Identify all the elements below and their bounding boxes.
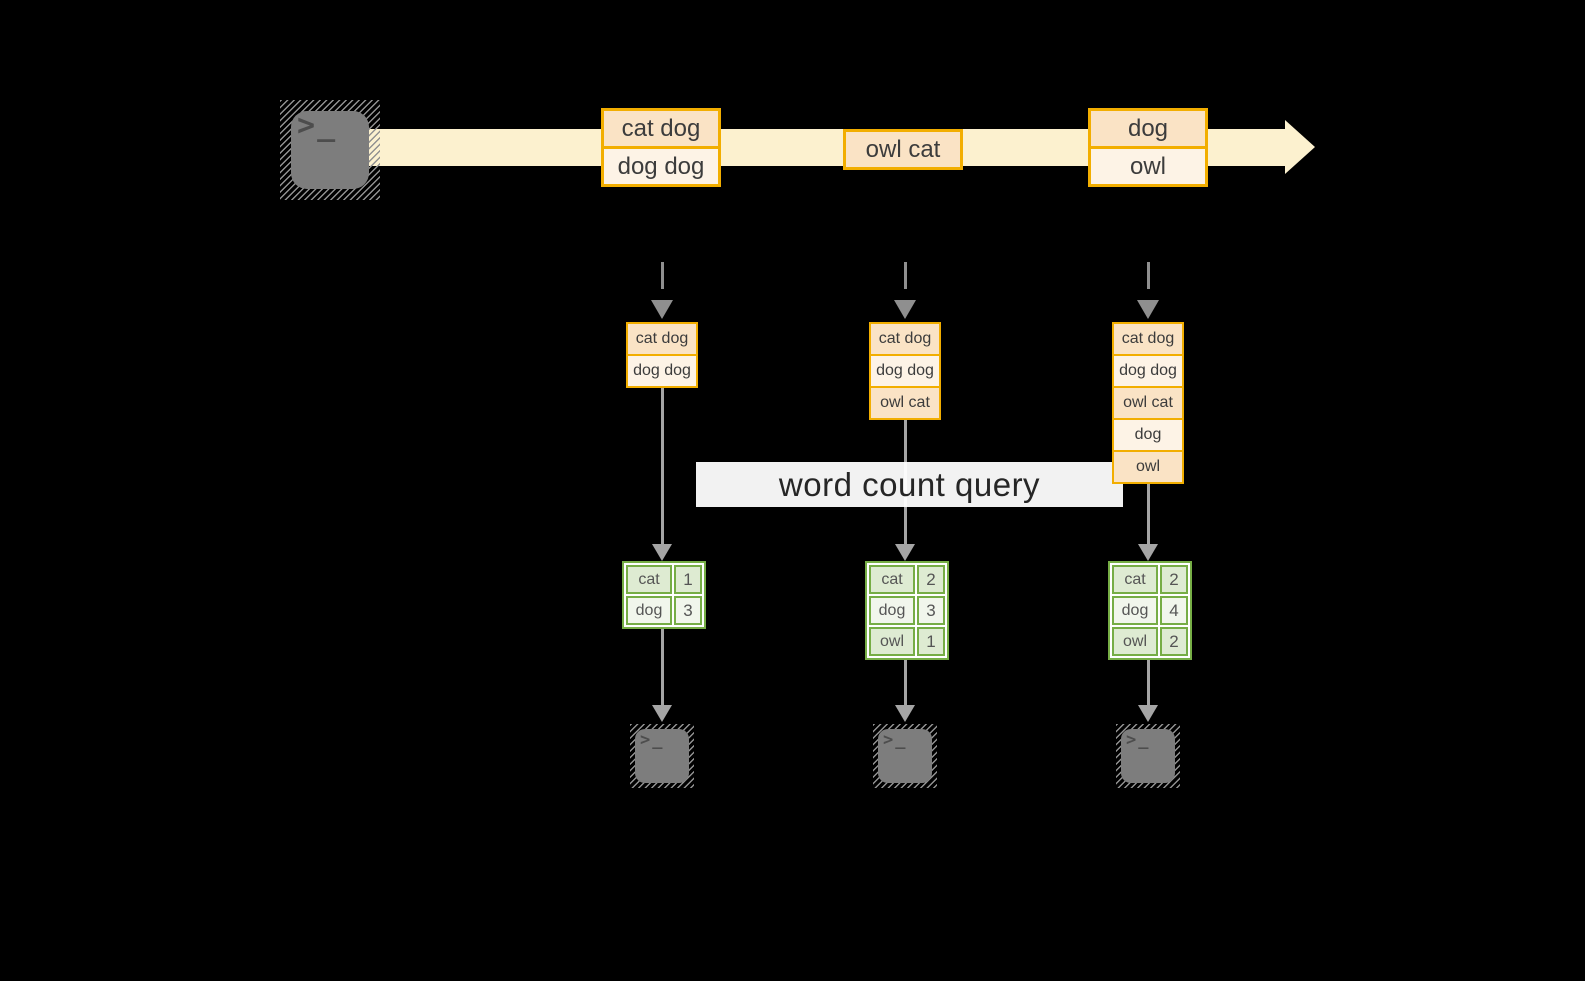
table-to-sink-arrowhead-icon <box>1138 705 1158 722</box>
count-value-cell: 2 <box>1160 565 1188 594</box>
sink-terminal-icon: >_ <box>873 724 937 788</box>
count-word-cell: cat <box>869 565 915 594</box>
ingest-arrowhead-icon <box>651 300 673 319</box>
ingest-dash <box>661 262 664 289</box>
stream-arrowhead <box>1285 120 1315 174</box>
source-terminal-icon: >_ <box>280 100 380 200</box>
terminal-prompt-glyph: >_ <box>1126 730 1151 750</box>
stack-to-table-line <box>661 386 664 544</box>
buffer-row: cat dog <box>1112 322 1184 356</box>
terminal-icon-body <box>1121 729 1175 783</box>
buffer-row: cat dog <box>626 322 698 356</box>
prompt-char: > <box>883 730 896 750</box>
terminal-prompt-glyph: >_ <box>883 730 908 750</box>
count-word-cell: owl <box>869 627 915 656</box>
table-to-sink-arrowhead-icon <box>895 705 915 722</box>
stream-event-line: owl <box>1088 146 1208 187</box>
buffer-row: cat dog <box>869 322 941 356</box>
count-value-cell: 4 <box>1160 596 1188 625</box>
ingest-dash <box>1147 262 1150 289</box>
prompt-char: > <box>1126 730 1139 750</box>
stream-event-line: cat dog <box>601 108 721 149</box>
count-word-cell: dog <box>626 596 672 625</box>
ingest-dash <box>904 262 907 289</box>
table-to-sink-line <box>904 658 907 705</box>
table-to-sink-line <box>1147 658 1150 705</box>
prompt-char: > <box>297 108 318 143</box>
stack-to-table-arrowhead-icon <box>652 544 672 561</box>
count-word-cell: cat <box>626 565 672 594</box>
buffer-row: dog dog <box>869 354 941 388</box>
buffer-row: dog dog <box>626 354 698 388</box>
terminal-prompt-glyph: >_ <box>297 108 337 143</box>
buffer-row: owl cat <box>1112 386 1184 420</box>
buffer-row: owl cat <box>869 386 941 420</box>
sink-terminal-icon: >_ <box>630 724 694 788</box>
count-word-cell: owl <box>1112 627 1158 656</box>
count-value-cell: 2 <box>917 565 945 594</box>
cursor-char: _ <box>1138 730 1151 750</box>
count-word-cell: dog <box>869 596 915 625</box>
stream-event-line: owl cat <box>843 129 963 170</box>
count-word-cell: cat <box>1112 565 1158 594</box>
count-word-cell: dog <box>1112 596 1158 625</box>
count-value-cell: 3 <box>674 596 702 625</box>
terminal-prompt-glyph: >_ <box>640 730 665 750</box>
buffer-row: owl <box>1112 450 1184 484</box>
query-label: word count query <box>696 462 1123 507</box>
table-to-sink-line <box>661 627 664 705</box>
stream-event-line: dog <box>1088 108 1208 149</box>
stack-to-table-line <box>1147 482 1150 544</box>
cursor-char: _ <box>317 108 338 143</box>
count-value-cell: 3 <box>917 596 945 625</box>
count-value-cell: 2 <box>1160 627 1188 656</box>
table-to-sink-arrowhead-icon <box>652 705 672 722</box>
stream-event-line: dog dog <box>601 146 721 187</box>
ingest-arrowhead-icon <box>1137 300 1159 319</box>
terminal-icon-body <box>635 729 689 783</box>
prompt-char: > <box>640 730 653 750</box>
count-value-cell: 1 <box>674 565 702 594</box>
count-value-cell: 1 <box>917 627 945 656</box>
ingest-arrowhead-icon <box>894 300 916 319</box>
cursor-char: _ <box>652 730 665 750</box>
terminal-icon-body <box>291 111 369 189</box>
stack-to-table-arrowhead-icon <box>895 544 915 561</box>
buffer-row: dog <box>1112 418 1184 452</box>
sink-terminal-icon: >_ <box>1116 724 1180 788</box>
stack-to-table-arrowhead-icon <box>1138 544 1158 561</box>
stream-event-box: owl cat <box>843 129 963 170</box>
cursor-char: _ <box>895 730 908 750</box>
terminal-icon-body <box>878 729 932 783</box>
buffer-row: dog dog <box>1112 354 1184 388</box>
